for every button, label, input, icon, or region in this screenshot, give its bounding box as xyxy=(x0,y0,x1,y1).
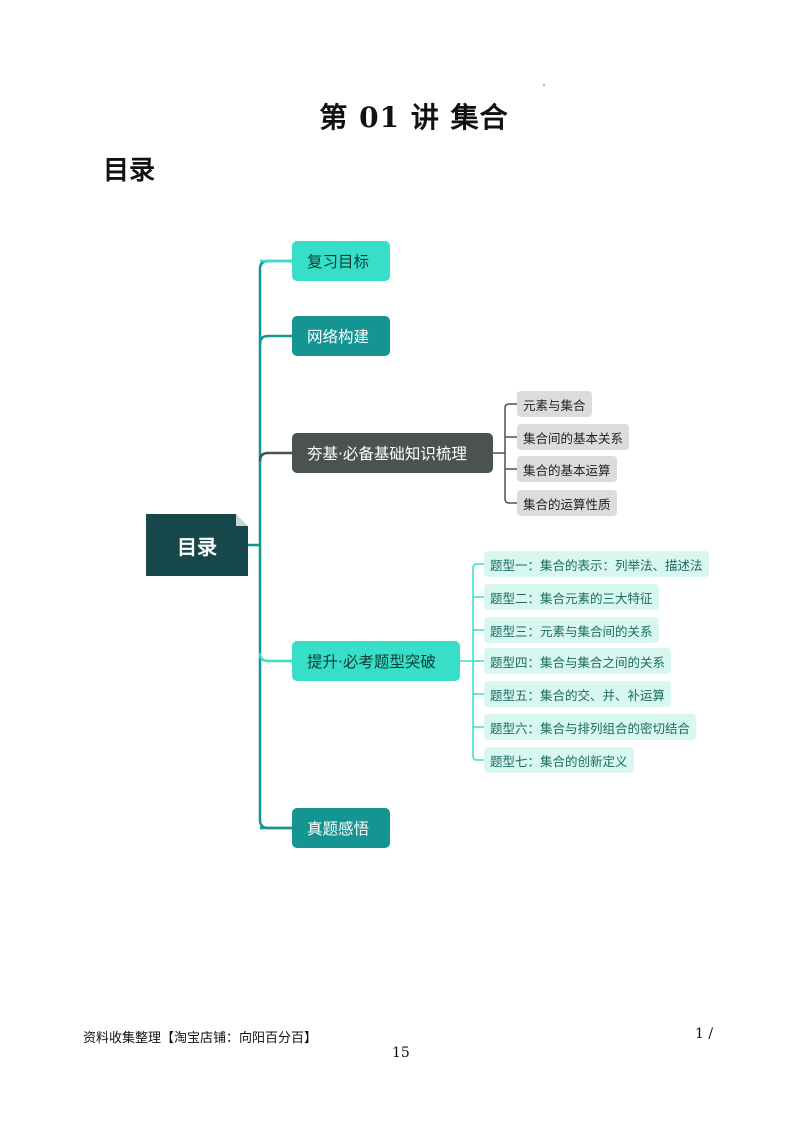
root-label: 目录 xyxy=(177,534,217,559)
page-dot xyxy=(543,84,545,86)
leaf-set-relation[interactable]: 集合间的基本关系 xyxy=(517,424,630,450)
branch-question-types[interactable]: 提升·必考题型突破 xyxy=(292,641,460,681)
branch-review-goals[interactable]: 复习目标 xyxy=(292,241,390,281)
leaf-type-5[interactable]: 题型五：集合的交、并、补运算 xyxy=(484,681,672,707)
footer-page-total: 15 xyxy=(392,1045,410,1061)
leaf-type-1[interactable]: 题型一：集合的表示：列举法、描述法 xyxy=(484,551,709,577)
branch-exam-review[interactable]: 真题感悟 xyxy=(292,808,390,848)
leaf-element-set[interactable]: 元素与集合 xyxy=(517,391,592,417)
leaf-set-operation[interactable]: 集合的基本运算 xyxy=(517,456,617,482)
page-title: 第 01 讲 集合 xyxy=(319,101,509,134)
leaf-type-7[interactable]: 题型七：集合的创新定义 xyxy=(484,747,634,773)
leaf-type-6[interactable]: 题型六：集合与排列组合的密切结合 xyxy=(484,714,697,740)
branch-network-build[interactable]: 网络构建 xyxy=(292,316,390,356)
leaf-type-2[interactable]: 题型二：集合元素的三大特征 xyxy=(484,584,659,610)
leaf-operation-properties[interactable]: 集合的运算性质 xyxy=(517,490,617,516)
footer-page-current: 1 / xyxy=(695,1026,714,1042)
leaf-type-4[interactable]: 题型四：集合与集合之间的关系 xyxy=(484,648,672,674)
toc-heading: 目录 xyxy=(103,156,156,186)
leaf-type-3[interactable]: 题型三：元素与集合间的关系 xyxy=(484,617,659,643)
branch-basic-knowledge[interactable]: 夯基·必备基础知识梳理 xyxy=(292,433,493,473)
mindmap-root: 目录 xyxy=(146,514,248,576)
footer-source: 资料收集整理【淘宝店铺：向阳百分百】 xyxy=(83,1031,318,1046)
